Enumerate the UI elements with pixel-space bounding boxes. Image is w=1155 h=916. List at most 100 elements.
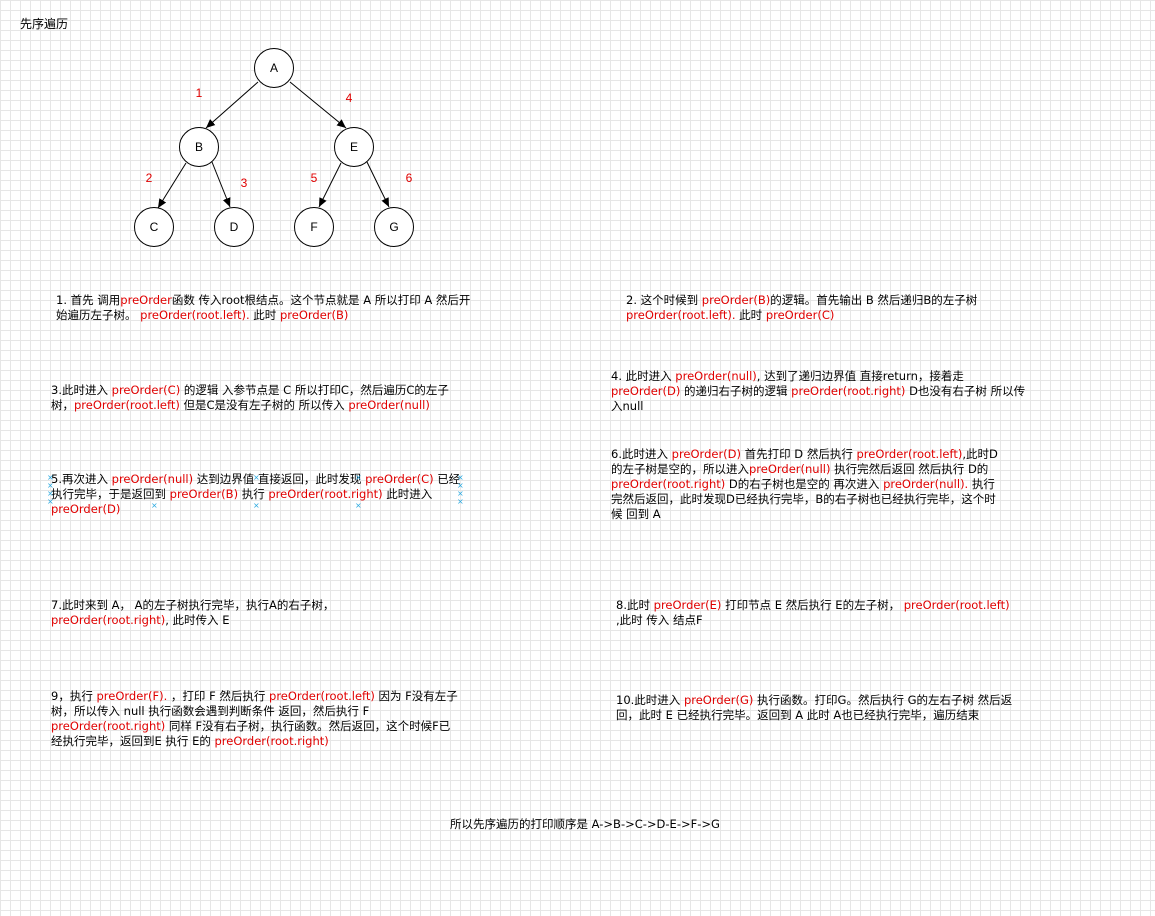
selection-handle-marker[interactable]: ×: [355, 473, 362, 482]
edge-label-5: 5: [311, 171, 318, 185]
edge-label-2: 2: [146, 171, 153, 185]
note-6-segment: preOrder(D): [671, 447, 741, 461]
note-5-segment: preOrder(null): [111, 472, 194, 486]
note-5-segment: 已经执行完毕，于是返回到: [51, 472, 461, 501]
note-4-segment: preOrder(D): [611, 384, 681, 398]
edge-a-e: [289, 81, 347, 129]
selection-handle-marker[interactable]: ×: [253, 501, 260, 510]
note-1-segment: 函数 传入root根结点。这个节点就是 A 所以打印 A 然后开始遍历左子树。: [56, 293, 471, 322]
edge-label-4: 4: [346, 91, 353, 105]
note-1-segment: preOrder(B): [279, 308, 349, 322]
note-7-segment: , 此时传入 E: [165, 613, 230, 627]
note-2-segment: 2. 这个时候到: [626, 293, 702, 307]
note-6-segment: preOrder(null): [749, 462, 831, 476]
selection-handle-marker[interactable]: ×: [253, 473, 260, 482]
note-1: 1. 首先 调用preOrder函数 传入root根结点。这个节点就是 A 所以…: [56, 293, 476, 323]
note-3-segment: preOrder(root.left): [74, 398, 180, 412]
note-8: 8.此时 preOrder(E) 打印节点 E 然后执行 E的左子树， preO…: [616, 598, 1016, 628]
note-10-segment: 10.此时进入: [616, 693, 684, 707]
note-3-segment: preOrder(null): [348, 398, 430, 412]
note-2-segment: preOrder(root.left).: [626, 308, 736, 322]
note-5-segment: 此时进入: [382, 487, 433, 501]
note-9-segment: preOrder(root.right): [51, 719, 166, 733]
node-label-g: G: [389, 220, 398, 234]
note-6-segment: preOrder(root.left): [856, 447, 963, 461]
note-10-segment: preOrder(G): [683, 693, 754, 707]
note-8-segment: 8.此时: [616, 598, 654, 612]
node-label-e: E: [350, 140, 358, 154]
node-label-f: F: [310, 220, 317, 234]
note-6-segment: 执行完然后返回，此时发现D已经执行完毕，B的右子树也已经执行完毕，这个时候 回到…: [611, 477, 996, 521]
selection-handle-marker[interactable]: ××××: [457, 473, 464, 506]
note-9-segment: 同样 F没有右子树，执行函数。然后返回，这个时候F已经执行完毕，返回到E 执行 …: [51, 719, 451, 748]
edge-a-b: [205, 81, 259, 129]
note-2-segment: preOrder(B): [701, 293, 771, 307]
note-9-segment: preOrder(root.left): [269, 689, 375, 703]
note-9-segment: 因为 F没有左子树，所以传入 null 执行函数会遇到判断条件 返回，然后执行 …: [51, 689, 458, 718]
note-4-segment: preOrder(null): [675, 369, 757, 383]
note-7-segment: preOrder(root.right): [51, 613, 166, 627]
note-3-segment: 的逻辑 入参节点是 C 所以打印C，然后遍历C的左子树，: [51, 383, 449, 412]
note-1-segment: 1. 首先 调用: [56, 293, 121, 307]
note-6-segment: preOrder(null).: [883, 477, 969, 491]
note-3-segment: 但是C是没有左子树的 所以传入: [179, 398, 349, 412]
note-9-segment: 9，执行: [51, 689, 97, 703]
edge-e-g: [366, 161, 390, 208]
node-label-b: B: [195, 140, 203, 154]
diagram-title: 先序遍历: [20, 17, 69, 31]
selection-handle-marker[interactable]: ×: [151, 501, 158, 510]
edge-label-1: 1: [196, 86, 203, 100]
node-g: G: [374, 207, 414, 247]
node-e: E: [334, 127, 374, 167]
note-5: 5.再次进入 preOrder(null) 达到边界值 直接返回，此时发现 pr…: [51, 472, 461, 517]
note-4: 4. 此时进入 preOrder(null), 达到了递归边界值 直接retur…: [611, 369, 1036, 414]
note-5-segment: 执行: [238, 487, 269, 501]
traversal-summary: 所以先序遍历的打印顺序是 A->B->C->D-E->F->G: [450, 817, 720, 831]
note-9-segment: ，打印 F 然后执行: [167, 689, 270, 703]
note-8-segment: preOrder(root.left): [903, 598, 1010, 612]
note-10-segment: 执行函数。打印G。然后执行 G的左右子树 然后返回，此时 E 已经执行完毕。返回…: [616, 693, 1013, 722]
note-4-segment: D也没有右子树 所以传入null: [611, 384, 1026, 413]
note-5-segment: 5.再次进入: [51, 472, 112, 486]
node-label-c: C: [150, 220, 159, 234]
note-6-segment: 首先打印 D 然后执行: [741, 447, 857, 461]
note-5-segment: preOrder(B): [169, 487, 239, 501]
note-3-segment: preOrder(C): [111, 383, 181, 397]
edge-e-f: [318, 162, 342, 208]
edge-label-3: 3: [241, 176, 248, 190]
note-5-segment: preOrder(root.right): [268, 487, 383, 501]
note-4-segment: 4. 此时进入: [611, 369, 676, 383]
node-label-a: A: [270, 61, 278, 75]
note-6-segment: preOrder(root.right): [611, 477, 726, 491]
note-5-segment: 达到边界值 直接返回，此时发现: [193, 472, 366, 486]
note-9-segment: preOrder(root.right): [214, 734, 329, 748]
edge-label-6: 6: [406, 171, 413, 185]
node-b: B: [179, 127, 219, 167]
note-5-segment: preOrder(C): [365, 472, 434, 486]
note-2: 2. 这个时候到 preOrder(B)的逻辑。首先输出 B 然后递归B的左子树…: [626, 293, 996, 323]
note-2-segment: 的逻辑。首先输出 B 然后递归B的左子树: [770, 293, 978, 307]
node-f: F: [294, 207, 334, 247]
note-7: 7.此时来到 A， A的左子树执行完毕，执行A的右子树，preOrder(roo…: [51, 598, 361, 628]
note-8-segment: ,此时 传入 结点F: [616, 613, 703, 627]
edge-b-c: [157, 162, 187, 209]
note-6-segment: 执行完然后返回 然后执行 D的: [830, 462, 989, 476]
note-3-segment: 3.此时进入: [51, 383, 112, 397]
note-4-segment: preOrder(root.right): [791, 384, 906, 398]
note-8-segment: preOrder(E): [653, 598, 722, 612]
node-label-d: D: [230, 220, 239, 234]
note-4-segment: , 达到了递归边界值 直接return，接着走: [756, 369, 964, 383]
note-9-segment: preOrder(F).: [96, 689, 168, 703]
selection-handle-marker[interactable]: ××××: [47, 473, 54, 506]
note-2-segment: 此时: [735, 308, 766, 322]
note-3: 3.此时进入 preOrder(C) 的逻辑 入参节点是 C 所以打印C，然后遍…: [51, 383, 461, 413]
edge-b-d: [211, 161, 231, 208]
selection-handle-marker[interactable]: ×: [355, 501, 362, 510]
note-2-segment: preOrder(C): [765, 308, 835, 322]
note-6-segment: D的右子树也是空的 再次进入: [725, 477, 884, 491]
note-4-segment: 的递归右子树的逻辑: [680, 384, 792, 398]
note-9: 9，执行 preOrder(F). ，打印 F 然后执行 preOrder(ro…: [51, 689, 461, 749]
note-6: 6.此时进入 preOrder(D) 首先打印 D 然后执行 preOrder(…: [611, 447, 1006, 522]
note-10: 10.此时进入 preOrder(G) 执行函数。打印G。然后执行 G的左右子树…: [616, 693, 1016, 723]
